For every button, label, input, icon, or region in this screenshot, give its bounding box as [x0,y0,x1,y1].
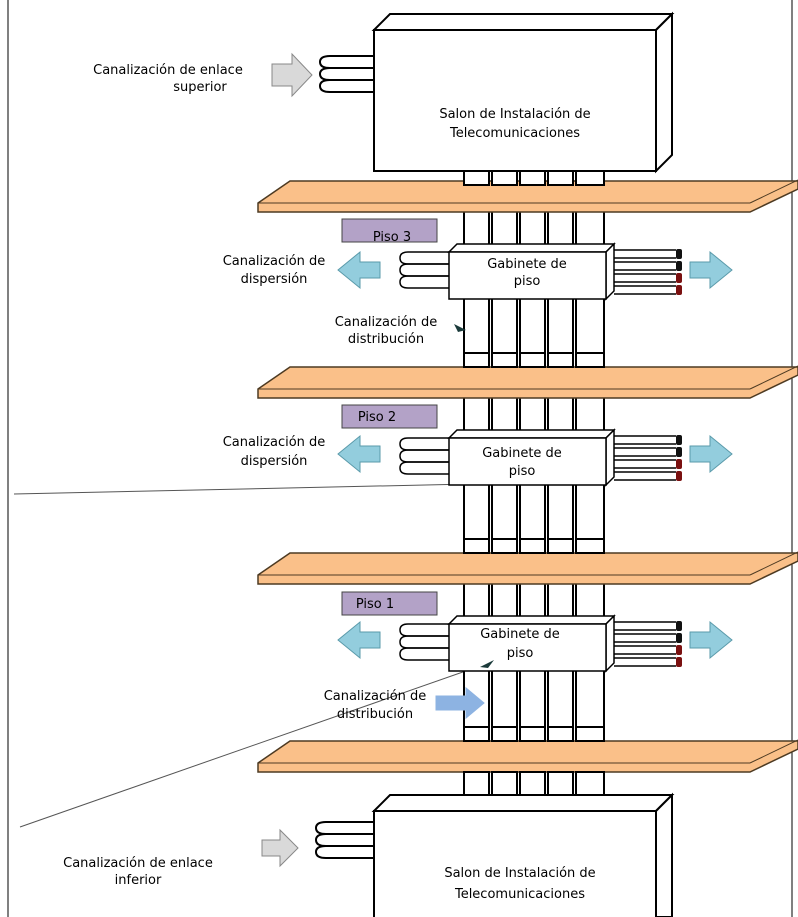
bottom-room: Salon de Instalación de Telecomunicacion… [371,792,675,917]
floor-slab-4 [257,740,798,773]
floor-2-cabinet: Gabinete de piso [447,428,616,487]
floor-slab-2 [257,366,798,399]
floor-2-dispersion-label-2: dispersión [241,454,308,469]
conduit-collar-4-2 [491,726,518,742]
floor-2-right-tubes [614,435,676,481]
conduit-collar-4-5 [575,726,605,742]
floor-2-dispersion-label-1: Canalización de [223,435,326,450]
conduit-collar-3-3 [519,538,546,554]
floor-slab-corner-1 [749,179,798,204]
conduit-collar-2-3 [519,352,546,368]
bottom-room-conduit-ends [463,771,605,797]
floor-1-tag [341,591,438,616]
floor-2-cabinet-label-1: Gabinete de [482,446,562,461]
floor-3-tag [341,218,438,243]
floor-2-left-tubes [399,437,449,475]
floor-1-distribution-arrow [435,686,485,720]
conduit-collar-4-3 [519,726,546,742]
floor-1-dispersion-arrow-right [689,620,733,660]
floor-slab-corner-3 [749,551,798,576]
floor-3-cabinet: Gabinete de piso [447,242,616,301]
floor-slab-1 [257,180,798,213]
floor-1-cabinet: Gabinete de piso [447,614,616,673]
floor-3-right-tubes [614,249,676,295]
floor-1-right-tubes [614,621,676,667]
floor-1-cabinet-label-2: piso [507,646,534,661]
floor-3-dispersion-label-2: dispersión [241,272,308,287]
floor-2-tag-text: Piso 2 [358,410,396,425]
backbone-upper-label-2: superior [173,80,227,95]
upper-backbone-tubes [318,55,374,93]
floor-3-dispersion-arrow-right [689,250,733,290]
stray-line-1 [13,483,471,495]
floor-2-cabinet-label-2: piso [509,464,536,479]
conduit-collar-2-1 [463,352,490,368]
floor-slabs [257,179,798,773]
floor-3-dispersion-arrow-left [337,250,381,290]
floor-1-right-tube-ends [676,621,682,667]
floor-2-tag [341,404,438,429]
conduit-collar-2-2 [491,352,518,368]
floor-3-distribution-label-1: Canalización de [335,315,438,330]
floor-3-tag-text: Piso 3 [373,230,411,245]
floor-3-cabinet-label-2: piso [514,274,541,289]
backbone-upper-arrow [271,52,313,98]
conduit-collar-3-4 [547,538,574,554]
bottom-room-label-1: Salon de Instalación de [444,866,595,881]
backbone-upper-label-1: Canalización de enlace [93,63,243,78]
conduit-collar-4-4 [547,726,574,742]
floor-3-distribution-label-2: distribución [348,332,424,347]
floor-1-dispersion-arrow-left [337,620,381,660]
conduit-collar-4-1 [463,726,490,742]
floor-1-distribution-label-2: distribución [337,707,413,722]
floor-1-cabinet-label-1: Gabinete de [480,627,560,642]
floor-1-distribution-pointer [480,660,494,668]
floor-3-right-tube-ends [676,249,682,295]
floor-2-dispersion-arrow-right [689,434,733,474]
top-room-label-1: Salon de Instalación de [439,107,590,122]
conduit-collar-3-2 [491,538,518,554]
floor-3-distribution-pointer [454,324,466,332]
floor-2-right-tube-ends [676,435,682,481]
backbone-lower-arrow [261,828,299,868]
conduit-collar-3-5 [575,538,605,554]
floor-1-distribution-label-1: Canalización de [324,689,427,704]
floor-3-left-tubes [399,251,449,289]
conduit-collar-2-4 [547,352,574,368]
bottom-room-label-2: Telecomunicaciones [454,887,585,902]
floor-2-dispersion-arrow-left [337,434,381,474]
floor-1-left-tubes [399,623,449,661]
stray-line-2 [19,665,481,828]
floor-3-dispersion-label-1: Canalización de [223,254,326,269]
floor-slab-3 [257,552,798,585]
top-room-label-2: Telecomunicaciones [449,126,580,141]
floor-1-tag-text: Piso 1 [356,597,394,612]
floor-slab-corner-4 [749,739,798,764]
conduit-collar-2-5 [575,352,605,368]
floor-slab-corner-2 [749,365,798,390]
lower-backbone-tubes [314,821,374,859]
backbone-lower-label-1: Canalización de enlace [63,856,213,871]
backbone-lower-label-2: inferior [115,873,162,888]
top-room-conduit-ends [463,170,605,186]
floor-3-cabinet-label-1: Gabinete de [487,257,567,272]
conduit-collar-3-1 [463,538,490,554]
top-room: Salon de Instalación de Telecomunicacion… [371,11,675,174]
